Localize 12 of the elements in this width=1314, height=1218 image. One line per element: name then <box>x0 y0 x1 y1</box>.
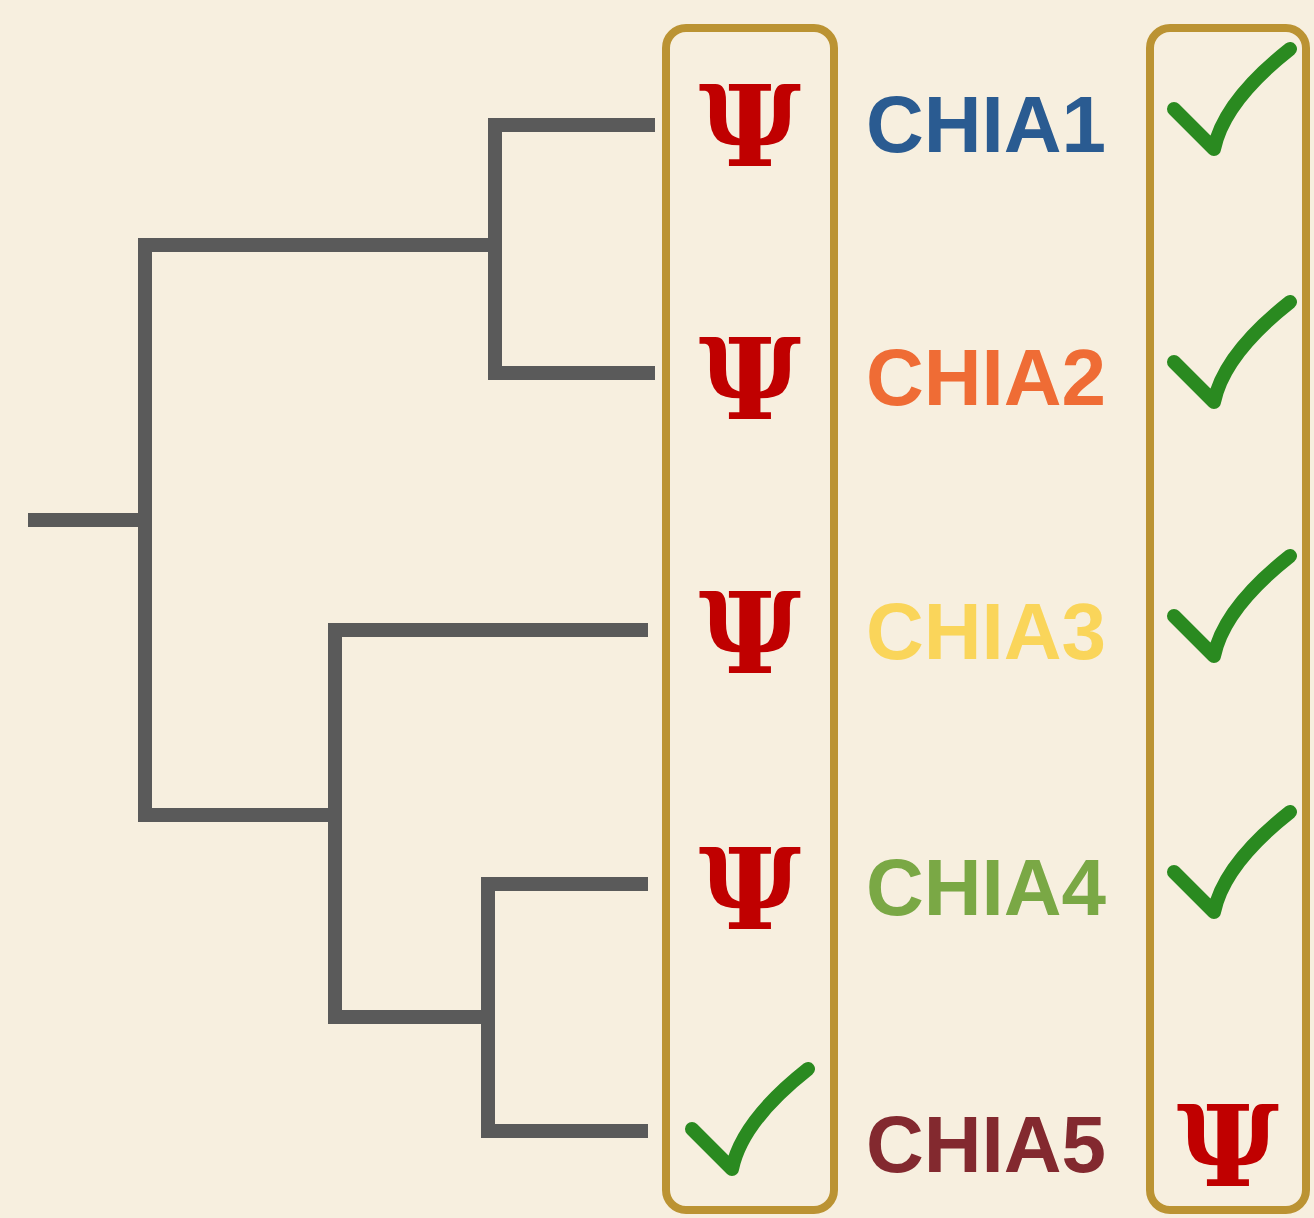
pseudogene-symbol: Ψ <box>697 834 803 946</box>
gene-label: CHIA5 <box>866 1105 1107 1185</box>
gene-label: CHIA2 <box>866 338 1107 418</box>
pseudogene-symbol: Ψ <box>1175 1091 1281 1203</box>
gene-label: CHIA4 <box>866 848 1107 928</box>
gene-label: CHIA3 <box>866 592 1107 672</box>
column-box <box>1146 24 1310 1214</box>
pseudogene-symbol: Ψ <box>697 578 803 690</box>
column-box <box>662 24 838 1214</box>
pseudogene-symbol: Ψ <box>697 71 803 183</box>
gene-label: CHIA1 <box>866 85 1107 165</box>
pseudogene-symbol: Ψ <box>697 324 803 436</box>
